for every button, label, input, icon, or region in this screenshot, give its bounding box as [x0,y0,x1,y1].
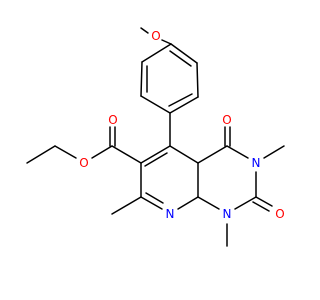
atom-ester-ether-oxygen: O [79,156,88,170]
molecule-structure: O O O O O N N N [26,27,285,247]
bond-c7-methyl [111,196,142,215]
bond-ch2-ch3 [26,145,56,164]
atom-ester-carbonyl-oxygen: O [108,113,117,127]
bond-c4-n3 [226,145,249,159]
atom-n3-nitrogen: N [252,156,261,170]
bond-c7-n8-inner [145,192,164,204]
bond-c4a-c5 [169,145,199,164]
bond-c5-c6 [140,145,171,164]
bond-c5-c6-inner [144,152,168,167]
bond-c2-n1 [234,196,257,210]
bond-ph-6-1 [141,43,172,63]
bond-c2-o-double [252,201,270,212]
bond-ph-2-3 [196,62,199,98]
bond-ph-1-2 [170,43,198,64]
bond-ether-o-ch2 [54,145,77,159]
atom-methoxy-oxygen: O [151,29,160,43]
atom-n1-nitrogen: N [223,207,232,221]
bond-c2-o [255,196,273,207]
bond-methoxy-o-phenyl [161,39,172,45]
bond-n1-c8a [197,196,220,210]
bond-c7-n8 [140,196,163,210]
atom-pyridine-nitrogen: N [166,207,175,221]
bond-methyl-methoxy [140,27,149,34]
atom-c4-carbonyl-oxygen: O [222,113,231,127]
bond-c4a-c4 [197,145,228,164]
bond-c6-ester-c [111,145,142,164]
bond-ph-5-6 [140,61,143,97]
bond-ph-4-5 [140,95,171,114]
bond-ph-inner-a [169,50,192,67]
bond-n8-c8a [177,196,199,210]
bond-ph-inner-b [168,93,193,107]
bond-ph-3-4 [169,96,199,114]
bond-ester-c-o-ether [91,145,113,159]
atom-c2-carbonyl-oxygen: O [275,207,284,221]
bond-n3-methyl [263,145,285,159]
